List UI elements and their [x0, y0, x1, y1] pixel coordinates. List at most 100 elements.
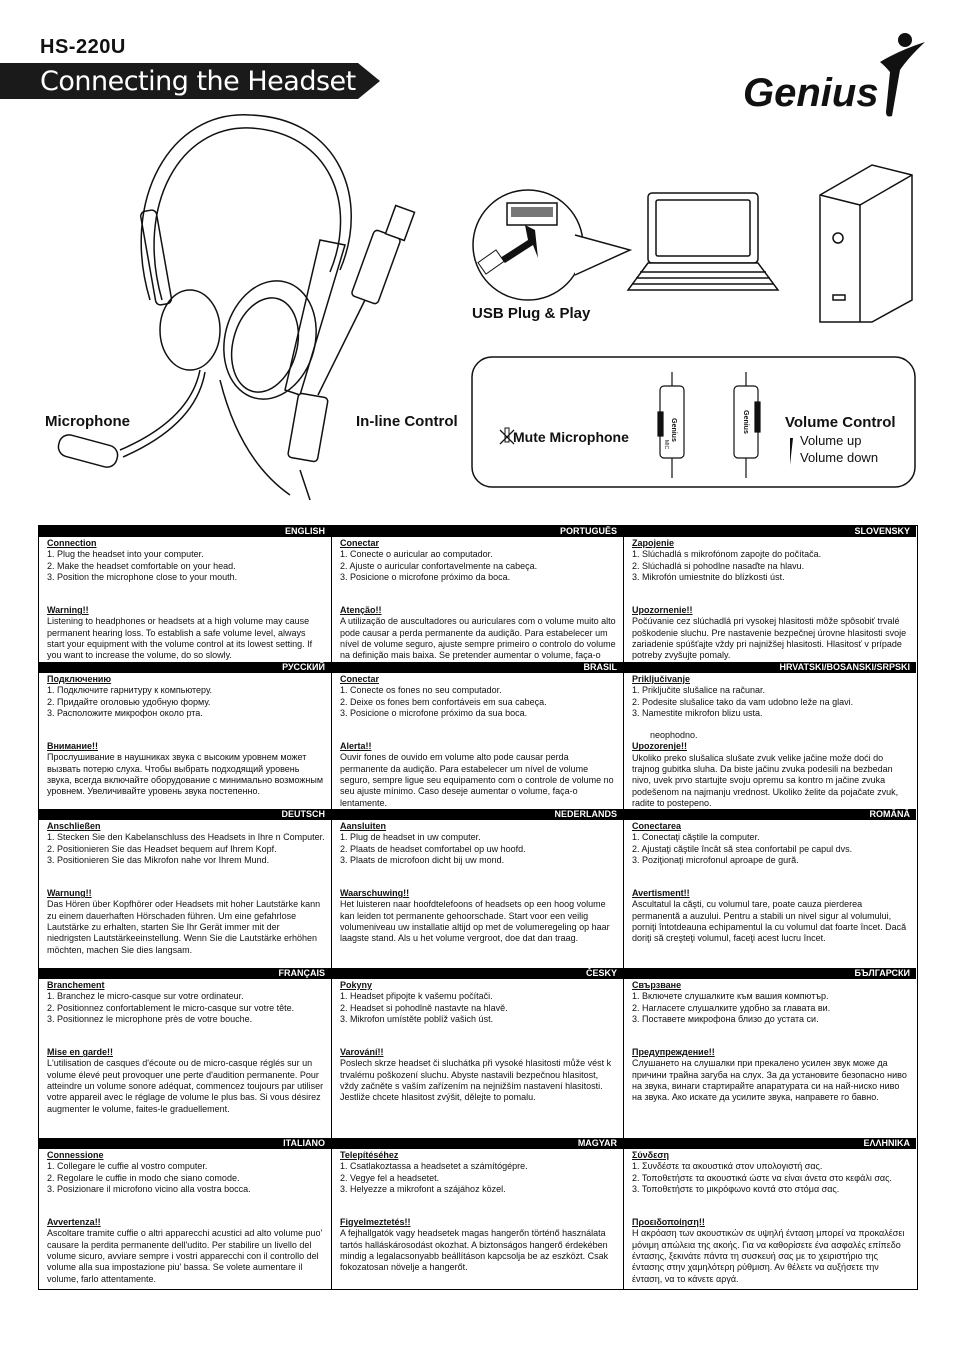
section-title: Conectar [340, 538, 380, 548]
section-title: Telepítéséhez [340, 1150, 399, 1160]
warning-text: Počúvanie cez slúchadlá pri vysokej hlas… [632, 616, 907, 661]
step-item: 1. Συνδέστε τα ακουστικά στον υπολογιστή… [632, 1161, 823, 1172]
step-item: 2. Ajuste o auricular confortavelmente n… [340, 560, 538, 571]
warning-title: Mise en garde!! [47, 1047, 114, 1058]
step-item: 1. Plug de headset in uw computer. [340, 832, 481, 843]
language-header: NEDERLANDS [332, 809, 623, 820]
warning-title: Upozornenie!! [632, 605, 693, 616]
model-number: HS-220U [40, 36, 126, 58]
step-item: 3. Positionieren Sie das Mikrofon nahe v… [47, 854, 270, 865]
step-item: 3. Posizionare il microfono vicino alla … [47, 1183, 251, 1194]
warning-text: L'utilisation de casques d'écoute ou de … [47, 1058, 324, 1114]
step-item: 2. Τοποθετήστε τα ακουστικά ώστε να είνα… [632, 1172, 892, 1183]
step-item: 1. Csatlakoztassa a headsetet a számítóg… [340, 1161, 528, 1172]
step-item: 1. Branchez le micro-casque sur votre or… [47, 991, 244, 1002]
warning-text: Прослушивание в наушниках звука с высоки… [47, 752, 324, 797]
section-title: Branchement [47, 980, 105, 990]
warning-title: Atenção!! [340, 605, 382, 616]
warning-text: Het luisteren naar hoofdtelefoons of hea… [340, 899, 610, 944]
volume-down-label: Volume down [800, 450, 879, 465]
language-header: ČESKY [332, 968, 623, 979]
svg-text:MIC: MIC [663, 440, 669, 450]
language-header: ITALIANO [39, 1138, 331, 1149]
volume-control-label: Volume Control [785, 414, 896, 431]
step-item: 3. Τοποθετήστε το μικρόφωνο κοντά στο στ… [632, 1183, 840, 1194]
step-item: 1. Collegare le cuffie al vostro compute… [47, 1161, 208, 1172]
connection-illustration: Genius MIC Genius [57, 114, 916, 501]
warning-title: Внимание!! [47, 741, 98, 752]
warning-title: Upozorenje!! [632, 741, 687, 752]
step-item: 1. Conecte os fones no seu computador. [340, 685, 502, 696]
warning-title: Avertisment!! [632, 888, 690, 899]
mute-label: Mute Microphone [513, 429, 629, 445]
section-title: Connessione [47, 1150, 104, 1160]
language-header: ΕΛΛΗΝΙΚΑ [624, 1138, 916, 1149]
headset-drawing [57, 114, 416, 501]
svg-text:Genius: Genius [743, 71, 879, 115]
warning-text: A fejhallgatók vagy headsetek magas hang… [340, 1228, 609, 1273]
step-item: 3. Поставете микрофона близо до устата с… [632, 1013, 819, 1024]
step-item: 1. Включете слушалките към вашия компютъ… [632, 991, 829, 1002]
warning-text: Listening to headphones or headsets at a… [47, 616, 313, 661]
step-item: 1. Conecte o auricular ao computador. [340, 549, 493, 560]
section-title: Zapojenie [632, 538, 675, 548]
language-header: ROMÂNĂ [624, 809, 916, 820]
mute-icon [499, 429, 515, 445]
section-title: Σύνδεση [632, 1150, 670, 1160]
genius-logo: Genius [743, 33, 925, 117]
inline-remote-volume-side: Genius [733, 372, 761, 478]
step-item: 3. Helyezze a mikrofont a szájához közel… [340, 1183, 506, 1194]
step-item: 2. Positionieren Sie das Headset bequem … [47, 843, 277, 854]
step-item: 3. Posicione o microfone próximo da boca… [340, 571, 511, 582]
warning-title: Предупреждение!! [632, 1047, 715, 1058]
step-item: 3. Position the microphone close to your… [47, 571, 238, 582]
warning-text: Слушането на слушалки при прекалено усил… [632, 1058, 907, 1103]
warning-text: Das Hören über Kopfhörer oder Headsets m… [47, 899, 321, 955]
section-title: Подключению [47, 674, 112, 684]
usb-plug-diagram [472, 189, 633, 301]
inline-remote-mute-side: Genius MIC [657, 372, 685, 478]
warning-text: Ascultatul la căşti, cu volumul tare, po… [632, 899, 907, 944]
section-title: Connection [47, 538, 97, 548]
desktop-tower-drawing [819, 164, 913, 323]
inline-control-panel [471, 356, 916, 488]
title-banner [0, 63, 380, 99]
language-header: DEUTSCH [39, 809, 331, 820]
step-item: 2. Slúchadlá si pohodlne nasaďte na hlav… [632, 560, 805, 571]
warning-title: Avvertenza!! [47, 1217, 101, 1228]
section-title: Свързване [632, 980, 682, 990]
language-header: MAGYAR [332, 1138, 623, 1149]
usb-label: USB Plug & Play [472, 305, 591, 322]
language-header: БЪЛГАРСКИ [624, 968, 916, 979]
step-item: 3. Mikrofón umiestnite do blízkosti úst. [632, 571, 785, 582]
language-header: SLOVENSKY [624, 526, 916, 537]
language-header: ENGLISH [39, 526, 331, 537]
step-item: 2. Podesite slušalice tako da vam udobno… [632, 696, 854, 707]
microphone-label: Microphone [45, 413, 130, 430]
volume-up-label: Volume up [800, 433, 862, 448]
extra-text: neophodno. [650, 730, 698, 741]
step-item: 2. Придайте оголовью удобную форму. [47, 696, 211, 707]
inline-control-label: In-line Control [356, 413, 458, 430]
step-item: 2. Нагласете слушалките удобно за глават… [632, 1002, 831, 1013]
language-header: РУССКИЙ [39, 662, 331, 673]
